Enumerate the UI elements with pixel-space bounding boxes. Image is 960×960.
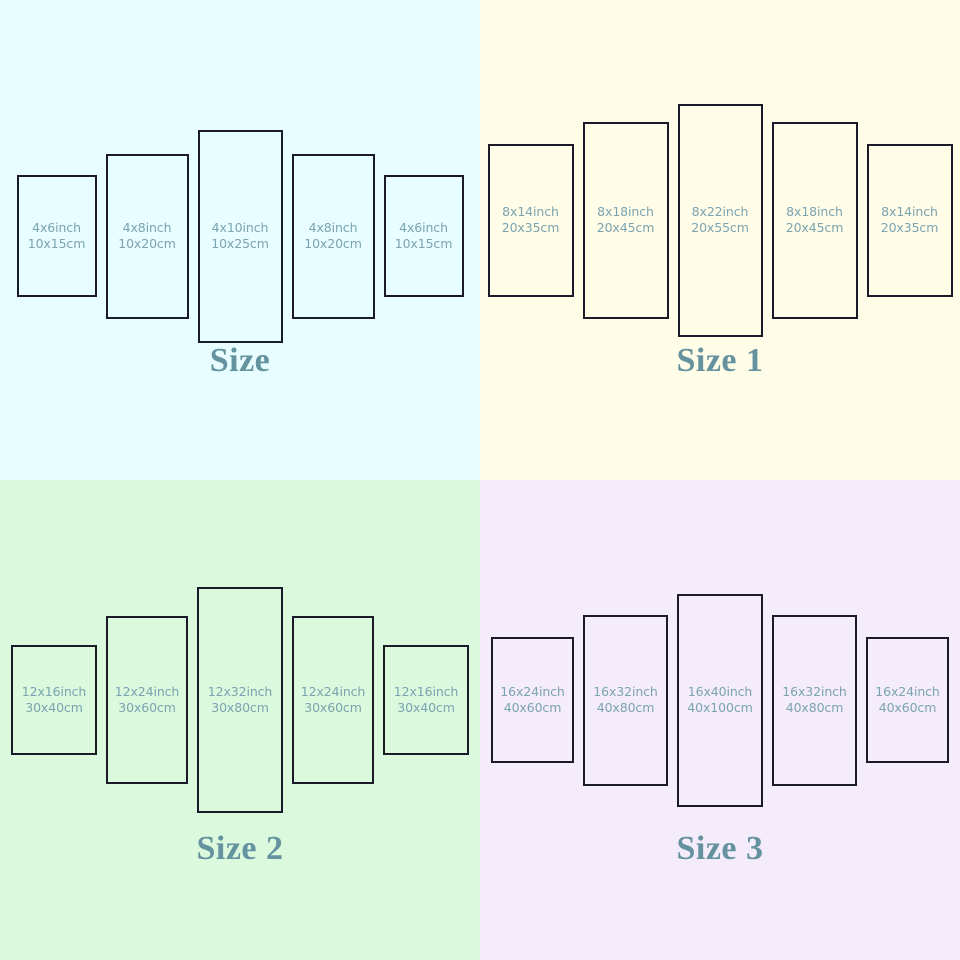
quadrant-title: Size (209, 342, 271, 379)
size-panel-inch: 8x14inch (502, 204, 559, 219)
quadrant-title: Size 3 (676, 830, 764, 867)
size-panel-inch: 16x40inch (687, 684, 753, 699)
size-panel-inch: 4x6inch (399, 220, 448, 235)
size-panel-cm: 40x80cm (596, 700, 655, 715)
size-panel-cm: 20x35cm (880, 220, 939, 235)
size-panel-cm: 30x40cm (25, 700, 83, 715)
size-panel-cm: 20x35cm (501, 220, 560, 235)
size-panel-inch: 16x24inch (500, 684, 565, 699)
size-panel-cm: 30x80cm (211, 700, 269, 715)
quadrant-title: Size 2 (196, 830, 284, 867)
size-panel-cm: 10x15cm (27, 236, 86, 251)
size-panel-cm: 40x60cm (878, 700, 937, 715)
size-panel-inch: 12x32inch (207, 684, 273, 699)
size-panel-cm: 20x55cm (691, 220, 749, 235)
size-panel-inch: 4x8inch (122, 220, 172, 235)
size-panel-inch: 12x24inch (114, 684, 180, 699)
quadrant-title: Size 1 (676, 342, 764, 379)
size-panel-cm: 40x80cm (785, 700, 844, 715)
size-panel-inch: 4x8inch (308, 220, 358, 235)
size-panel-cm: 10x20cm (118, 236, 176, 251)
size-panel-inch: 12x24inch (300, 684, 366, 699)
size-panel-inch: 16x24inch (875, 684, 940, 699)
size-panel-cm: 30x60cm (118, 700, 176, 715)
size-panel-inch: 4x10inch (211, 220, 269, 235)
size-panel-cm: 10x25cm (211, 236, 269, 251)
size-panel-cm: 10x20cm (304, 236, 362, 251)
size-panel-cm: 30x40cm (397, 700, 455, 715)
size-panel-inch: 16x32inch (782, 684, 847, 699)
size-panel-inch: 8x18inch (597, 204, 654, 219)
size-panel-inch: 12x16inch (393, 684, 459, 699)
size-panel-inch: 12x16inch (21, 684, 87, 699)
size-panel-inch: 4x6inch (32, 220, 81, 235)
size-panel-cm: 20x45cm (785, 220, 844, 235)
size-panel-cm: 30x60cm (304, 700, 362, 715)
size-panel-inch: 8x18inch (786, 204, 843, 219)
size-panel-inch: 8x22inch (691, 204, 749, 219)
size-panel-inch: 16x32inch (593, 684, 658, 699)
size-panel-inch: 8x14inch (881, 204, 938, 219)
size-panel-cm: 40x100cm (687, 700, 753, 715)
size-panel-cm: 10x15cm (394, 236, 453, 251)
size-panel-cm: 40x60cm (503, 700, 562, 715)
size-panel-cm: 20x45cm (596, 220, 655, 235)
